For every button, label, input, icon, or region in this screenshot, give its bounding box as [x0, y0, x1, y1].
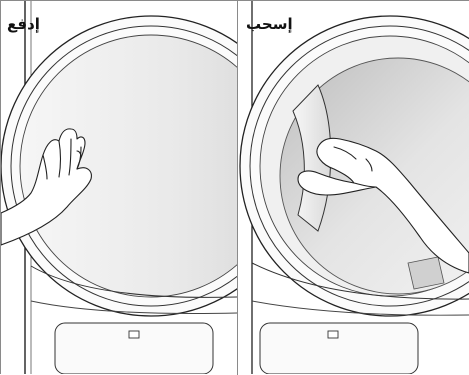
pull-panel: إسحب	[238, 1, 469, 374]
push-label: إدفع	[7, 17, 40, 32]
hand-pressing-dryer-door-icon	[1, 1, 237, 374]
push-panel: إدفع	[1, 1, 237, 374]
pull-label: إسحب	[246, 17, 293, 32]
hand-pulling-dryer-door-icon	[238, 1, 469, 374]
